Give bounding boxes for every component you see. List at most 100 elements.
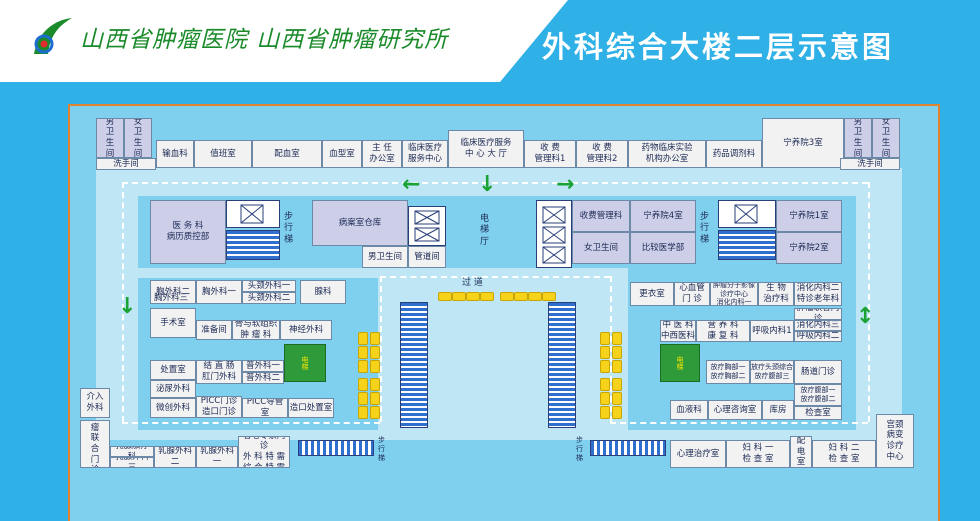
- stairs-label: 步 行 梯: [700, 212, 710, 245]
- mens-restroom-top-right[interactable]: 男 卫 生 间: [844, 118, 872, 158]
- room-surgery[interactable]: 手术室: [150, 308, 196, 338]
- room-radiation-head[interactable]: 放疗头颈综合 放疗腹部三: [750, 360, 794, 384]
- room-tumor-joint-clinic-right[interactable]: 肿瘤联合门诊: [794, 308, 842, 320]
- room-endoscopy[interactable]: 肠道门诊: [794, 360, 842, 384]
- header-banner: [0, 0, 568, 82]
- room-breast-radiation[interactable]: 乳腺放疗科: [110, 446, 154, 457]
- clinical-service-hall[interactable]: 临床医疗服务 中 心 大 厅: [448, 130, 524, 168]
- room-breast-3[interactable]: 乳腺外科三: [110, 457, 154, 468]
- room-nutrition[interactable]: 营 养 科 康 复 科: [696, 320, 750, 342]
- room-fee-management[interactable]: 收费管理科: [572, 200, 630, 232]
- room-gynecology-2[interactable]: 妇 科 二 检 查 室: [812, 440, 876, 468]
- seat: [370, 332, 380, 345]
- room-chest-surgery-1[interactable]: 胸外科一: [196, 280, 242, 304]
- room-power[interactable]: 配 电 室: [790, 436, 812, 468]
- hospital-name: 山西省肿瘤医院 山西省肿瘤研究所: [80, 27, 449, 53]
- room-head-neck-1[interactable]: 头颈外科一: [242, 280, 296, 292]
- room-cardiology[interactable]: 心血管 门 诊: [674, 282, 710, 306]
- room-pharmacy-dispense[interactable]: 药品调剂科: [706, 140, 762, 168]
- room-chest-surgery-2-3[interactable]: 胸外科二: [150, 280, 196, 304]
- room-stoma-treatment[interactable]: 造口处置室: [288, 398, 334, 418]
- room-intervention[interactable]: 介入 外科: [80, 388, 110, 418]
- room-breast-1[interactable]: 乳腺外科一: [196, 446, 238, 468]
- room-changing[interactable]: 更衣室: [630, 282, 674, 306]
- room-cervical-center[interactable]: 宫颈 病变 诊疗 中心: [876, 414, 914, 468]
- elevator-icon: [536, 200, 572, 268]
- label: 胸外科二: [155, 286, 190, 297]
- room-case-storage[interactable]: 病案室仓库: [312, 200, 408, 246]
- room-general-surgery-2[interactable]: 普外科二: [242, 372, 284, 384]
- seat: [358, 346, 368, 359]
- room-hospice-4[interactable]: 宁养院4室: [630, 200, 696, 232]
- room-psych-consult[interactable]: 心理咨询室: [708, 400, 762, 420]
- hospital-logo-icon: [34, 18, 72, 54]
- room-breast-2[interactable]: 乳腺外科二: [154, 446, 196, 468]
- room-mens-restroom-left[interactable]: 男卫生间: [362, 246, 408, 268]
- room-gynecology-1[interactable]: 妇 科 一 检 查 室: [726, 440, 790, 468]
- elevator-right[interactable]: 电梯: [660, 344, 700, 382]
- room-treatment[interactable]: 处置室: [150, 360, 196, 380]
- room-comparative-medicine[interactable]: 比较医学部: [630, 232, 696, 264]
- elevator-left[interactable]: 电梯: [284, 344, 326, 382]
- room-neurosurgery[interactable]: 神经外科: [280, 320, 332, 340]
- seat: [612, 378, 622, 391]
- room-hospice-3[interactable]: 宁养院3室: [762, 118, 844, 168]
- room-respiratory-2[interactable]: 呼吸内科二: [794, 331, 842, 342]
- mens-restroom-top-left[interactable]: 男 卫 生 间: [96, 118, 124, 158]
- room-digestive-2[interactable]: 消化内科二 特诊老年科: [794, 282, 842, 306]
- room-picc-catheter[interactable]: PICC导管室: [242, 398, 288, 418]
- room-tumor-joint-clinic-left[interactable]: 肿 瘤 联 合 门 诊: [80, 420, 110, 468]
- womens-restroom-top-left[interactable]: 女 卫 生 间: [124, 118, 152, 158]
- womens-restroom-top-right[interactable]: 女 卫 生 间: [872, 118, 900, 158]
- room-biotherapy[interactable]: 生 物 治疗科: [758, 282, 794, 306]
- escalator-icon: [590, 440, 666, 456]
- room-urology[interactable]: 泌尿外科: [150, 380, 196, 398]
- room-gland[interactable]: 腺科: [300, 280, 346, 304]
- stairs-label: 步 行 梯: [576, 436, 583, 462]
- room-director[interactable]: 主 任 办公室: [362, 140, 402, 168]
- room-womens-restroom-right[interactable]: 女卫生间: [572, 232, 630, 264]
- green-arrow-icon: ↕: [856, 304, 875, 329]
- room-exam[interactable]: 检查室: [794, 406, 842, 420]
- path-bottom-left: [122, 422, 380, 424]
- room-blood-type[interactable]: 血型室: [322, 140, 362, 168]
- path-left: [122, 182, 124, 422]
- stairs-icon: [718, 230, 776, 260]
- room-head-neck-2[interactable]: 头颈外科二: [242, 292, 296, 304]
- room-hospice-2[interactable]: 宁养院2室: [776, 232, 842, 264]
- stairs-label: 步 行 梯: [378, 436, 385, 462]
- washroom-left[interactable]: 洗手间: [96, 158, 156, 170]
- room-tcm[interactable]: 中 医 科 中西医科: [660, 320, 696, 342]
- room-prep[interactable]: 准备间: [196, 320, 232, 340]
- seat: [600, 392, 610, 405]
- seat: [370, 360, 380, 373]
- room-hospice-1[interactable]: 宁养院1室: [776, 200, 842, 232]
- room-general-surgery-1[interactable]: 普外科一: [242, 360, 284, 372]
- room-digestive-1[interactable]: 肿瘤分子影像诊疗中心 消化内科一: [710, 282, 758, 306]
- room-chest-surgery-3-label: 胸外科三: [154, 293, 189, 303]
- room-fee-office-2[interactable]: 收 费 管理科2: [576, 140, 628, 168]
- room-drug-trial-office[interactable]: 药物临床实验 机构办公室: [628, 140, 706, 168]
- room-warehouse[interactable]: 库房: [762, 400, 794, 420]
- bottom-corridor: [96, 430, 902, 440]
- room-picc-clinic[interactable]: PICC门诊 造口门诊: [196, 396, 242, 418]
- room-colorectal[interactable]: 结 直 肠 肛门外科: [196, 360, 242, 384]
- room-pipe[interactable]: 管道间: [408, 246, 446, 268]
- room-blood-transfusion[interactable]: 输血科: [156, 140, 194, 168]
- room-fee-office-1[interactable]: 收 费 管理科1: [524, 140, 576, 168]
- room-radiation-chest[interactable]: 放疗胸部一 放疗胸部二: [706, 360, 750, 384]
- room-radiation-abdomen[interactable]: 放疗腹部一 放疗腹部二: [794, 384, 842, 406]
- room-psych-treatment[interactable]: 心理治疗室: [670, 440, 726, 468]
- room-hematology[interactable]: 血液科: [670, 400, 708, 420]
- room-expert-clinic[interactable]: 名老专家门诊 外 科 特 需 综 合 特 需: [238, 436, 290, 468]
- washroom-right[interactable]: 洗手间: [840, 158, 900, 170]
- room-duty[interactable]: 值班室: [194, 140, 252, 168]
- room-medical-records[interactable]: 医 务 科 病历质控部: [150, 200, 226, 264]
- room-blood-dispense[interactable]: 配血室: [252, 140, 322, 168]
- path-center-left: [380, 276, 382, 422]
- room-digestive-3[interactable]: 消化内科三: [794, 320, 842, 331]
- room-respiratory-1[interactable]: 呼吸内科1: [750, 320, 794, 342]
- room-minimally-invasive[interactable]: 微创外科: [150, 398, 196, 418]
- room-clinical-service-center[interactable]: 临床医疗 服务中心: [402, 140, 448, 168]
- room-bone-soft-tissue[interactable]: 骨与软组织 肿 瘤 科: [232, 320, 280, 340]
